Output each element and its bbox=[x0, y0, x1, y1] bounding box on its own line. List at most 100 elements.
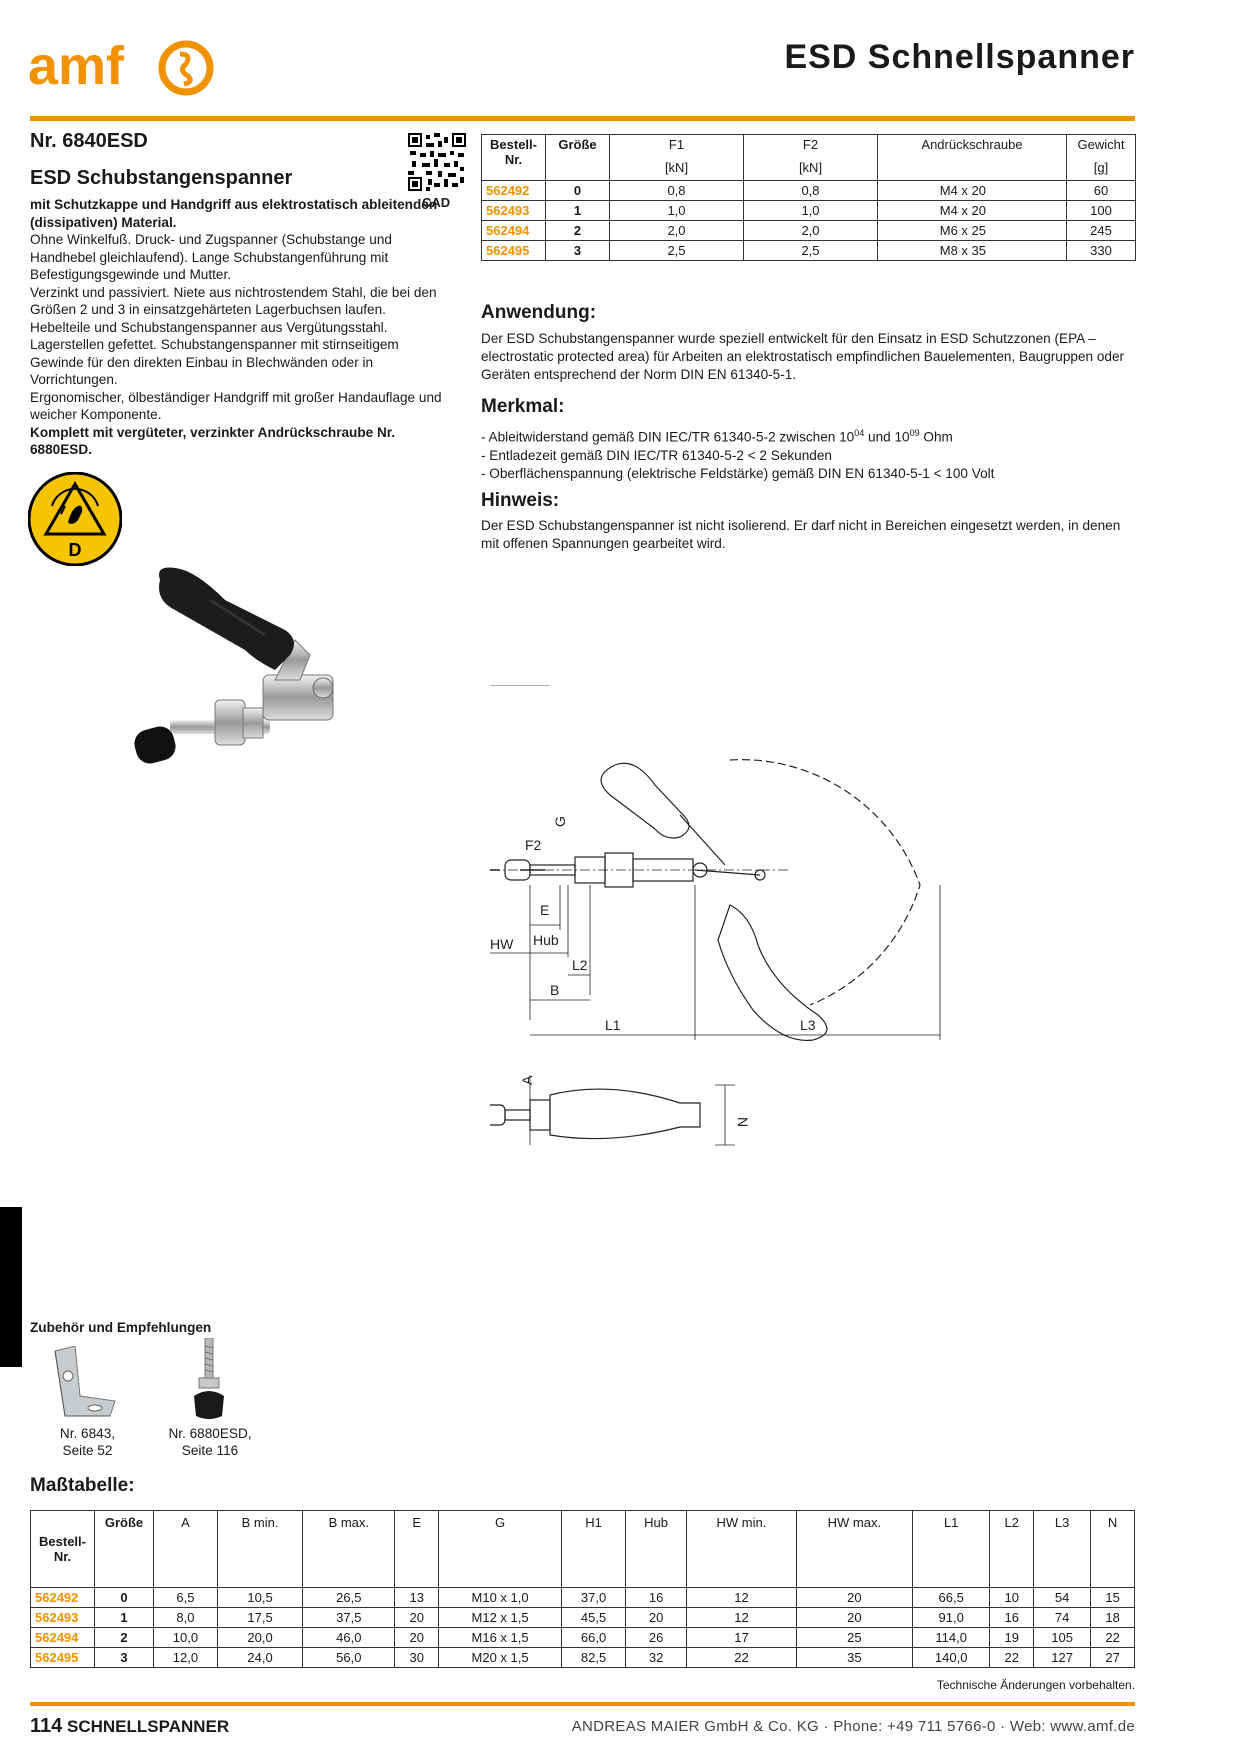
cell-l1: 66,5 bbox=[912, 1587, 991, 1608]
col-header-b-max: B max. bbox=[302, 1510, 396, 1533]
cell-a: 6,5 bbox=[153, 1587, 218, 1608]
anwendung-text: Der ESD Schubstangenspanner wurde spezie… bbox=[481, 331, 1125, 382]
col-header-h1: H1 bbox=[561, 1510, 626, 1533]
header-spacer bbox=[216, 1533, 304, 1588]
label-e: E bbox=[540, 902, 549, 918]
unit-f2: [kN] bbox=[743, 154, 878, 181]
cell-hw-min: 12 bbox=[686, 1607, 797, 1628]
header-spacer bbox=[438, 1533, 563, 1588]
footer-section: SCHNELLSPANNER bbox=[67, 1717, 230, 1736]
col-header-l2: L2 bbox=[989, 1510, 1035, 1533]
merkmal-item-1-text-c: Ohm bbox=[919, 429, 953, 445]
cell-size: 3 bbox=[545, 240, 610, 261]
esd-sign-letter: D bbox=[69, 540, 82, 560]
angle-bracket-image[interactable] bbox=[50, 1346, 120, 1421]
col-header-order-nr-label: Bestell- Nr. bbox=[39, 1534, 86, 1564]
merkmal-heading: Merkmal: bbox=[481, 396, 565, 417]
cell-b-min: 24,0 bbox=[216, 1647, 304, 1668]
unit-clamping-screw bbox=[877, 154, 1067, 181]
table-row: 562492 0 0,8 0,8 M4 x 20 60 bbox=[481, 180, 1136, 201]
cell-size: 2 bbox=[545, 220, 610, 241]
description-paragraph-2: Verzinkt und passiviert. Niete aus nicht… bbox=[30, 284, 437, 388]
cell-hw-max: 20 bbox=[795, 1587, 914, 1608]
footer-rule bbox=[30, 1702, 1135, 1706]
header-rule bbox=[30, 116, 1135, 121]
footer-note: Technische Änderungen vorbehalten. bbox=[936, 1678, 1135, 1692]
description-paragraph-3: Ergonomischer, ölbeständiger Handgriff m… bbox=[30, 389, 442, 423]
order-number-link[interactable]: 562495 bbox=[30, 1647, 95, 1668]
accessory-2-nr[interactable]: Nr. 6880ESD, bbox=[168, 1426, 252, 1441]
page-number: 114 bbox=[30, 1715, 63, 1737]
cell-weight: 245 bbox=[1066, 220, 1136, 241]
merkmal-item-1-text-b: und 10 bbox=[864, 429, 910, 445]
cad-label[interactable]: CAD bbox=[422, 195, 451, 210]
accessory-1-nr[interactable]: Nr. 6843, bbox=[59, 1426, 116, 1441]
header-spacer bbox=[94, 1533, 154, 1588]
cell-hub: 32 bbox=[624, 1647, 688, 1668]
col-header-order-nr: Bestell- Nr. bbox=[481, 134, 546, 181]
cell-weight: 60 bbox=[1066, 180, 1136, 201]
header-spacer bbox=[394, 1533, 440, 1588]
order-number-link[interactable]: 562494 bbox=[481, 220, 546, 241]
header-spacer bbox=[795, 1533, 914, 1588]
cell-g: M12 x 1,5 bbox=[438, 1607, 563, 1628]
col-header-g: G bbox=[438, 1510, 563, 1533]
clamping-screw-image[interactable] bbox=[188, 1338, 230, 1422]
order-number-link[interactable]: 562494 bbox=[30, 1627, 95, 1648]
footer-page-info: 114 SCHNELLSPANNER bbox=[30, 1715, 229, 1738]
cell-hw-max: 25 bbox=[795, 1627, 914, 1648]
label-a: A bbox=[519, 1075, 535, 1085]
esd-warning-icon: D bbox=[28, 472, 122, 566]
order-number-link[interactable]: 562493 bbox=[481, 200, 546, 221]
table-row: 562493 1 1,0 1,0 M4 x 20 100 bbox=[481, 200, 1136, 221]
col-header-f1: F1 bbox=[609, 134, 744, 154]
merkmal-list: - Ableitwiderstand gemäß DIN IEC/TR 6134… bbox=[481, 424, 1136, 483]
cell-f2: 2,5 bbox=[743, 240, 878, 261]
label-hw: HW bbox=[490, 936, 514, 952]
cell-e: 30 bbox=[394, 1647, 440, 1668]
col-header-weight: Gewicht bbox=[1066, 134, 1136, 154]
cell-hw-min: 12 bbox=[686, 1587, 797, 1608]
label-b: B bbox=[550, 982, 559, 998]
label-f2: F2 bbox=[525, 837, 542, 853]
cell-l1: 91,0 bbox=[912, 1607, 991, 1628]
cell-l3: 127 bbox=[1033, 1647, 1092, 1668]
footer-company: ANDREAS MAIER GmbH & Co. KG · Phone: +49… bbox=[571, 1718, 1135, 1735]
product-number: Nr. 6840ESD bbox=[30, 130, 148, 152]
col-header-order-nr: Bestell- Nr. bbox=[30, 1510, 95, 1588]
accessory-caption-2: Nr. 6880ESD, Seite 116 bbox=[150, 1425, 270, 1459]
order-number-link[interactable]: 562495 bbox=[481, 240, 546, 261]
cell-f1: 0,8 bbox=[609, 180, 744, 201]
hinweis-heading: Hinweis: bbox=[481, 490, 560, 511]
col-header-hw-max: HW max. bbox=[795, 1510, 914, 1533]
page-title: ESD Schnellspanner bbox=[784, 38, 1135, 76]
label-n: N bbox=[735, 1117, 751, 1127]
order-number-link[interactable]: 562492 bbox=[481, 180, 546, 201]
section-tab-marker bbox=[0, 1207, 22, 1367]
cell-weight: 330 bbox=[1066, 240, 1136, 261]
header-spacer bbox=[989, 1533, 1035, 1588]
product-name: ESD Schubstangenspanner bbox=[30, 167, 293, 189]
col-header-clamping-screw: Andrückschraube bbox=[877, 134, 1067, 154]
qr-code-icon[interactable] bbox=[408, 133, 466, 191]
cell-b-max: 46,0 bbox=[302, 1627, 396, 1648]
order-number-link[interactable]: 562493 bbox=[30, 1607, 95, 1628]
cell-hw-min: 17 bbox=[686, 1627, 797, 1648]
header-spacer bbox=[302, 1533, 396, 1588]
cell-hub: 20 bbox=[624, 1607, 688, 1628]
header-spacer bbox=[153, 1533, 218, 1588]
cell-e: 20 bbox=[394, 1627, 440, 1648]
order-number-link[interactable]: 562492 bbox=[30, 1587, 95, 1608]
label-l1: L1 bbox=[605, 1017, 621, 1033]
logo-text: amf bbox=[28, 38, 125, 96]
amf-logo: amf bbox=[28, 38, 214, 96]
cell-f1: 1,0 bbox=[609, 200, 744, 221]
col-header-b-min: B min. bbox=[216, 1510, 304, 1533]
cell-hub: 16 bbox=[624, 1587, 688, 1608]
cell-f1: 2,0 bbox=[609, 220, 744, 241]
col-header-a: A bbox=[153, 1510, 218, 1533]
col-header-n: N bbox=[1090, 1510, 1135, 1533]
cell-l2: 22 bbox=[989, 1647, 1035, 1668]
